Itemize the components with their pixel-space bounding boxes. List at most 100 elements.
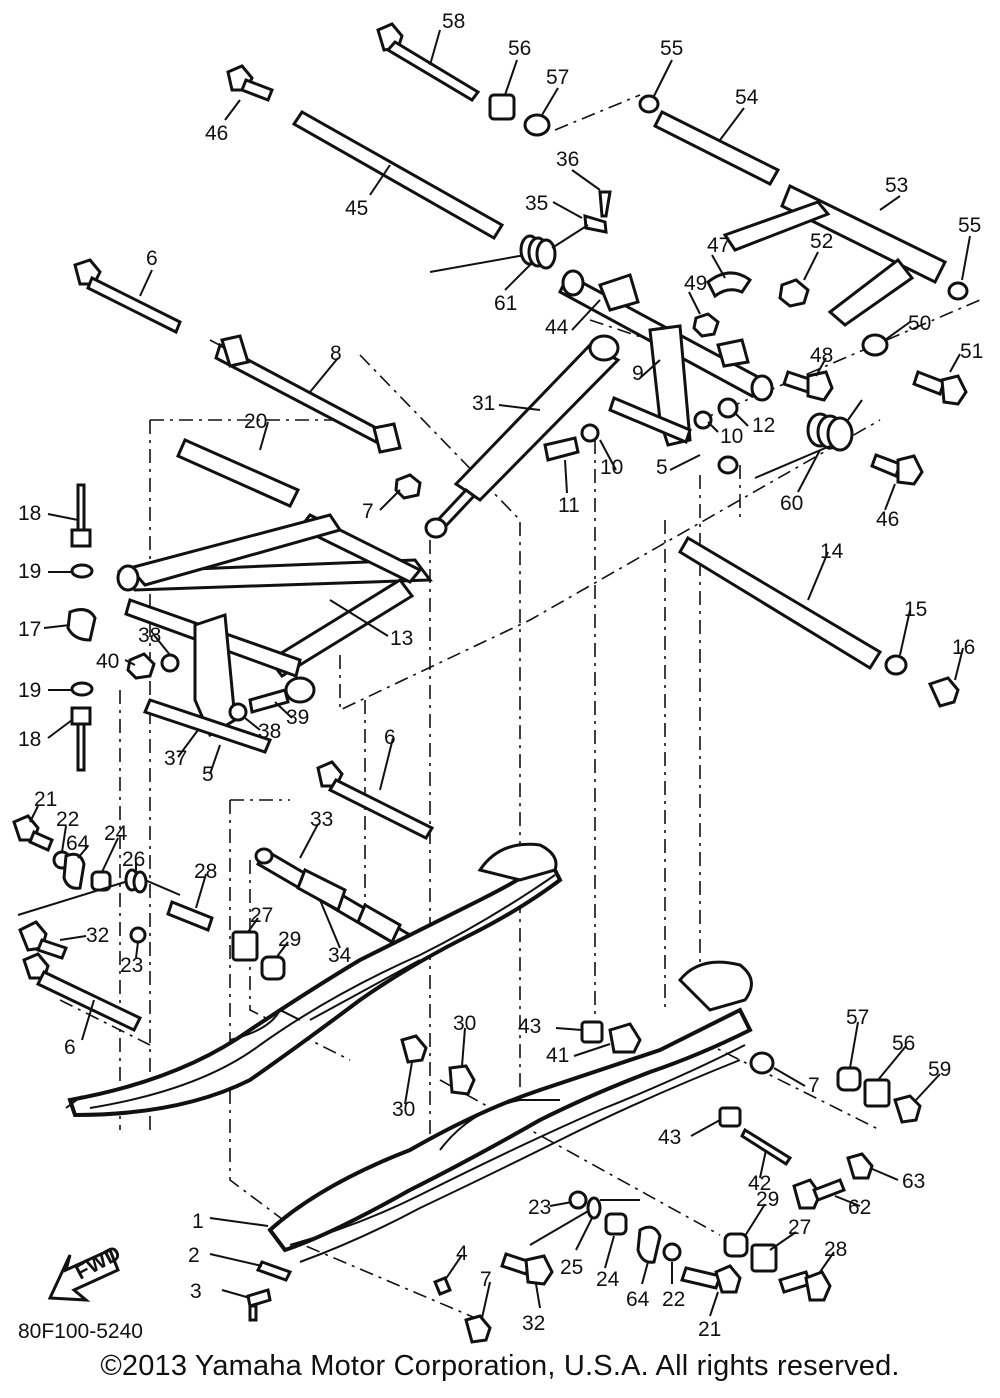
part-43-clip (580, 1020, 604, 1044)
callout-label: 64 (626, 1288, 650, 1311)
callout-label: 43 (518, 1015, 541, 1038)
callout-label: 40 (96, 650, 119, 673)
callout-label: 50 (908, 312, 931, 335)
part-46-bolt-right (896, 454, 924, 486)
part-14-shaft (677, 535, 883, 671)
callout-label: 48 (810, 344, 833, 367)
part-57-collar-lower (836, 1066, 862, 1092)
callout-label: 46 (876, 508, 899, 531)
callout-label: 25 (560, 1256, 583, 1279)
callout-label: 57 (846, 1006, 869, 1029)
part-57-collar (523, 113, 551, 137)
part-61-spring (429, 224, 589, 273)
callout-label: 10 (720, 425, 743, 448)
part-59-nut (893, 1094, 922, 1124)
part-56-nut (488, 93, 516, 121)
callout-label: 58 (442, 10, 465, 33)
part-64-plate-b (636, 1225, 662, 1264)
part-56-nut-lower (863, 1078, 891, 1108)
callout-label: 23 (120, 954, 143, 977)
left-slide-rail (65, 842, 563, 1118)
part-11-bolt (543, 436, 580, 462)
part-42-rivet (740, 1127, 793, 1167)
callout-label: 55 (660, 37, 683, 60)
callout-label: 7 (480, 1268, 492, 1291)
callout-label: 26 (122, 848, 145, 871)
callout-label: 18 (18, 728, 41, 751)
lower-right-parts (246, 1020, 922, 1344)
callout-label: 59 (928, 1058, 951, 1081)
callout-label: 42 (748, 1172, 771, 1195)
callout-label: 32 (522, 1312, 545, 1335)
part-29-collar-b (723, 1232, 749, 1258)
callout-label: 16 (952, 636, 975, 659)
callout-label: 61 (494, 292, 517, 315)
part-30-nut (448, 1064, 476, 1096)
part-23-nut (129, 926, 147, 944)
part-60-spring (754, 399, 863, 479)
part-17-cam (66, 608, 97, 642)
part-32-bolt-b (524, 1254, 554, 1286)
part-43-clip-b (718, 1106, 742, 1128)
part-2-plate (255, 1260, 293, 1282)
callout-label: 4 (456, 1242, 468, 1265)
part-7-nut-bottom (464, 1314, 492, 1344)
callout-label: 56 (892, 1032, 915, 1055)
part-41-block (608, 1022, 642, 1054)
part-45-shaft (291, 110, 505, 241)
callout-label: 21 (34, 788, 57, 811)
callout-label: 35 (525, 192, 548, 215)
part-22-washer-b (662, 1242, 682, 1262)
fwd-arrow-icon: FWD (47, 1242, 125, 1302)
part-16-bolt (927, 676, 960, 708)
part-51-bolt (940, 374, 968, 406)
callout-label: 7 (808, 1074, 820, 1097)
callout-label: 6 (146, 247, 158, 270)
callout-labels: 58 56 55 57 54 46 4 5 36 35 5 3 55 47 52 6… (18, 10, 983, 1341)
part-24-collar-b (604, 1212, 628, 1236)
callout-label: 28 (824, 1238, 847, 1261)
callout-label: 21 (698, 1318, 721, 1341)
callout-label: 52 (810, 230, 833, 253)
callout-label: 43 (658, 1126, 681, 1149)
diagram-code: 80F100-5240 (18, 1320, 143, 1343)
callout-label: 8 (330, 342, 342, 365)
part-7-nut (394, 473, 422, 500)
callout-label: 41 (546, 1044, 569, 1067)
part-36-pin (598, 190, 612, 218)
callout-label: 6 (64, 1036, 76, 1059)
part-27-block-b (750, 1243, 778, 1273)
part-47-cam (706, 271, 753, 299)
callout-label: 33 (310, 808, 333, 831)
callout-label: 5 (656, 456, 668, 479)
part-35-bolt (583, 213, 608, 234)
callout-label: 24 (104, 822, 128, 845)
leader-lines (29, 29, 971, 1319)
callout-label: 63 (902, 1170, 925, 1193)
callout-label: 55 (958, 214, 981, 237)
callout-label: 36 (556, 148, 579, 171)
part-29-collar (260, 955, 286, 981)
part-53-arm (722, 183, 948, 327)
callout-label: 38 (258, 720, 281, 743)
part-19-washer (70, 563, 94, 579)
callout-label: 64 (66, 832, 90, 855)
callout-label: 57 (546, 66, 569, 89)
callout-label: 49 (684, 272, 707, 295)
callout-label: 12 (752, 414, 775, 437)
callout-label: 29 (756, 1188, 779, 1211)
callout-label: 20 (244, 410, 267, 433)
part-23-nut-b (568, 1190, 588, 1210)
part-38-nut (160, 653, 180, 673)
callout-label: 5 (202, 763, 214, 786)
callout-label: 3 (190, 1280, 202, 1303)
callout-label: 60 (780, 492, 803, 515)
callout-label: 47 (707, 234, 730, 257)
callout-label: 22 (662, 1288, 685, 1311)
part-27-block (231, 930, 259, 962)
callout-label: 54 (735, 86, 759, 109)
copyright-notice: ©2013 Yamaha Motor Corporation, U.S.A. A… (100, 1350, 900, 1382)
part-10-washer-b (580, 423, 600, 443)
callout-label: 29 (278, 928, 301, 951)
